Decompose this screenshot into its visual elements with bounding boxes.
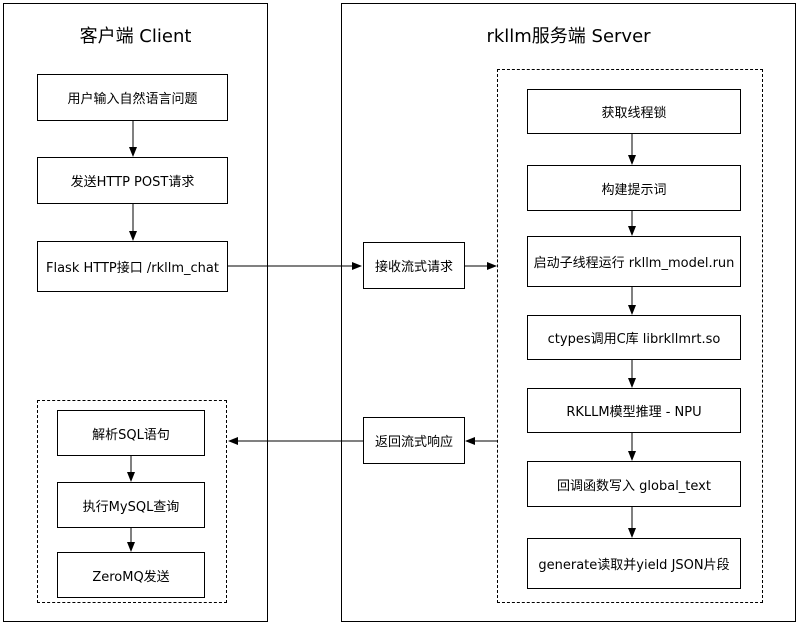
client-step-post: 发送HTTP POST请求: [37, 157, 228, 204]
client-handler-group: [37, 400, 227, 603]
server-step-ctypes: ctypes调用C库 librkllmrt.so: [527, 315, 741, 360]
client-handler-mysql: 执行MySQL查询: [57, 482, 205, 528]
server-step-inference: RKLLM模型推理 - NPU: [527, 388, 741, 433]
client-title: 客户端 Client: [79, 26, 192, 47]
server-process-group: [497, 69, 763, 603]
server-step-callback: 回调函数写入 global_text: [527, 461, 741, 507]
server-title: rkllm服务端 Server: [486, 26, 651, 47]
client-step-flask: Flask HTTP接口 /rkllm_chat: [37, 241, 228, 292]
return-stream-response: 返回流式响应: [363, 417, 465, 464]
client-step-input: 用户输入自然语言问题: [37, 74, 228, 121]
server-step-prompt: 构建提示词: [527, 165, 741, 211]
client-handler-parse-sql: 解析SQL语句: [57, 410, 205, 456]
server-step-lock: 获取线程锁: [527, 89, 741, 134]
receive-stream-request: 接收流式请求: [363, 242, 465, 289]
server-step-thread: 启动子线程运行 rkllm_model.run: [527, 236, 741, 287]
client-handler-zeromq: ZeroMQ发送: [57, 552, 205, 598]
server-step-generate: generate读取并yield JSON片段: [527, 538, 741, 589]
